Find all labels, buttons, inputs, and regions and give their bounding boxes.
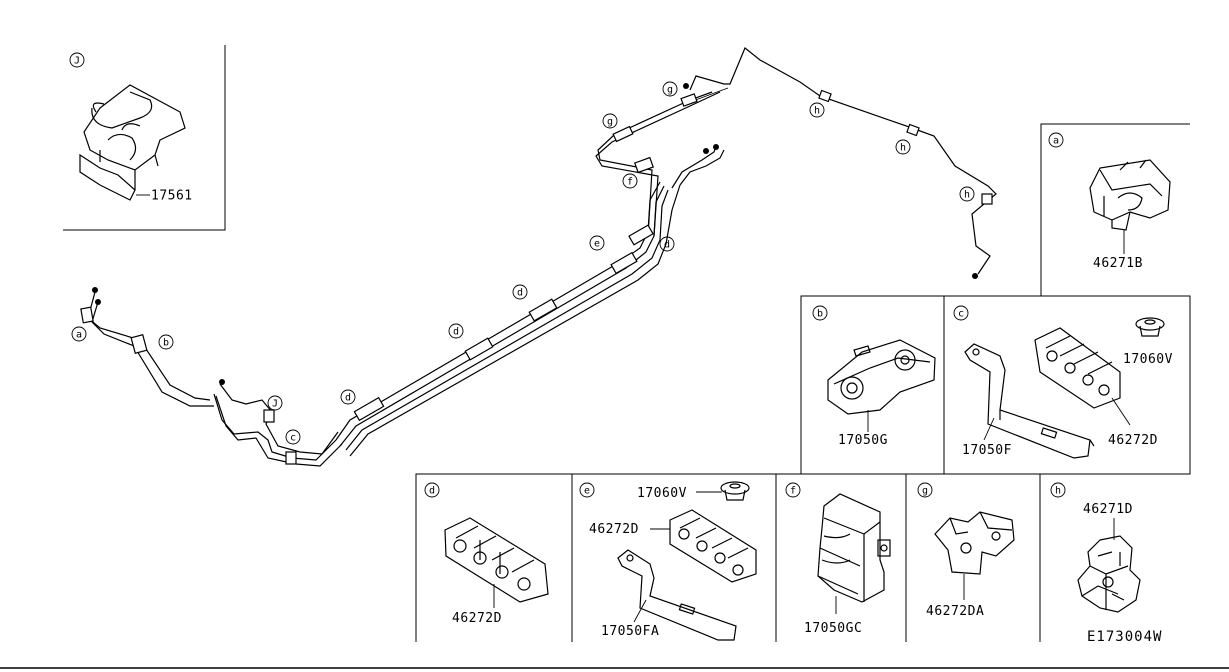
callout-d3-label: d: [517, 288, 523, 299]
callout-d1-label: d: [345, 393, 351, 404]
part-17050g: 17050G: [838, 433, 888, 448]
callout-j: J: [267, 395, 283, 411]
panel-h-letter: h: [1055, 486, 1061, 497]
panel-f-letter: f: [790, 486, 796, 497]
part-17060v-c: 17060V: [1123, 352, 1173, 367]
panel-f: f 17050GC: [775, 473, 1190, 642]
callout-h1-label: h: [814, 106, 820, 117]
callout-f-label: f: [627, 177, 633, 188]
part-17050gc: 17050GC: [804, 621, 862, 636]
panel-j: J 17561: [63, 45, 226, 231]
part-46271d: 46271D: [1083, 502, 1133, 517]
panel-g: g 46272DA: [917, 482, 1015, 619]
clip-17050g-drawing: [827, 339, 936, 415]
panel-b: b 17050G: [800, 295, 945, 475]
figure-code: E173004W: [1087, 629, 1162, 645]
clip-46271d-drawing: [1077, 535, 1141, 613]
panel-d-letter: d: [429, 486, 435, 497]
callout-b: b: [158, 334, 174, 350]
tube-assembly: [80, 47, 997, 467]
clip-46272d-e-drawing: [669, 509, 757, 583]
part-46271b: 46271B: [1093, 256, 1143, 271]
callout-g-1: g: [602, 113, 618, 129]
callout-h-1: h: [809, 102, 825, 118]
callout-d-1: d: [340, 389, 356, 405]
part-17060v-e: 17060V: [637, 486, 687, 501]
callout-e: e: [589, 235, 605, 251]
callout-j-label: J: [272, 399, 278, 410]
callout-h-3: h: [959, 186, 975, 202]
part-17050f: 17050F: [962, 443, 1012, 458]
callout-a-label: a: [76, 330, 82, 341]
clip-46272d-d-drawing: [444, 517, 549, 603]
part-46272da: 46272DA: [926, 604, 984, 619]
callout-h3-label: h: [964, 190, 970, 201]
part-46272d-e: 46272D: [589, 522, 639, 537]
callout-d-3: d: [512, 284, 528, 300]
panel-c: c 17060V 46272D 17050F: [944, 295, 1191, 475]
callout-c: c: [285, 429, 301, 445]
callout-b-label: b: [163, 338, 169, 349]
panel-j-letter: J: [74, 56, 80, 67]
part-17050fa: 17050FA: [601, 624, 659, 639]
callout-a: a: [71, 326, 87, 342]
panel-e-letter: e: [584, 486, 590, 497]
part-17561: 17561: [151, 189, 193, 204]
clip-17561-drawing: [79, 84, 186, 201]
callout-h2-label: h: [900, 143, 906, 154]
callout-g1-label: g: [607, 117, 613, 128]
panel-a: a 46271B: [1040, 123, 1190, 297]
panel-g-letter: g: [922, 486, 928, 497]
clip-46272da-drawing: [934, 511, 1015, 575]
panel-d: d 46272D: [415, 473, 572, 642]
clip-17050gc-drawing: [817, 493, 891, 603]
callout-d2-label: d: [453, 327, 459, 338]
callout-h-2: h: [895, 139, 911, 155]
callout-e-label: e: [594, 239, 600, 250]
clip-46272d-c-drawing: [1034, 327, 1121, 409]
bracket-17050f-drawing: [964, 343, 1095, 459]
bracket-17050fa-drawing: [617, 549, 737, 641]
callout-d4-label: d: [664, 240, 670, 251]
main-callouts: a b J c d d d e d f g g h h h: [71, 81, 975, 445]
callout-d-4: d: [659, 236, 675, 252]
callout-d-2: d: [448, 323, 464, 339]
callout-g2-label: g: [667, 85, 673, 96]
part-46272d-d: 46272D: [452, 611, 502, 626]
panel-h: h 46271D E173004W: [1050, 482, 1162, 645]
part-46272d-c: 46272D: [1108, 433, 1158, 448]
panel-e: e 17060V 46272D 17050FA: [571, 473, 776, 642]
grommet-17060v-drawing: [1135, 317, 1165, 337]
panel-b-letter: b: [817, 309, 823, 320]
callout-c-label: c: [290, 433, 296, 444]
callout-f: f: [622, 173, 638, 189]
panel-a-letter: a: [1053, 136, 1059, 147]
callout-g-2: g: [662, 81, 678, 97]
grommet-17060v-e-drawing: [720, 481, 750, 501]
clip-46271b-drawing: [1089, 159, 1171, 231]
panel-c-letter: c: [958, 309, 964, 320]
